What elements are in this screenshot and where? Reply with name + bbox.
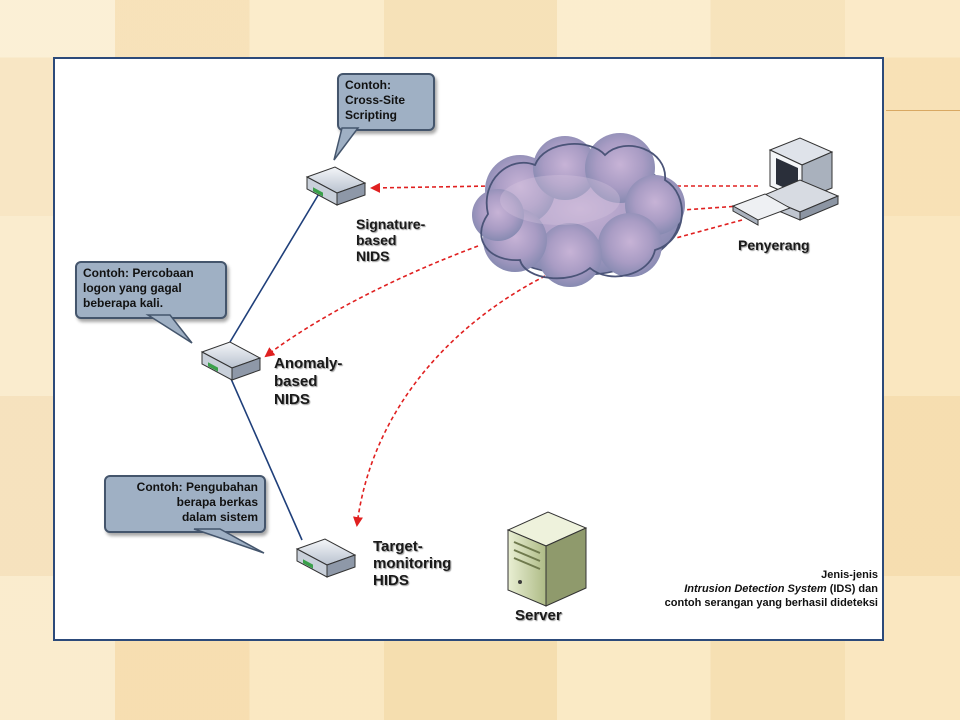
attack-to-anomaly — [264, 245, 479, 358]
callout-signature-pointer — [333, 127, 360, 161]
callout-anomaly-pointer — [145, 314, 193, 344]
decorative-line — [886, 110, 960, 111]
callout-target-pointer — [193, 528, 265, 554]
attack-to-signature — [370, 182, 493, 193]
callout-target: Contoh: Pengubahan berapa berkas dalam s… — [104, 475, 266, 533]
callout-anomaly: Contoh: Percobaan logon yang gagal beber… — [75, 261, 227, 319]
anomaly-nids-device-icon — [200, 341, 262, 381]
caption-line-2: Intrusion Detection System (IDS) dan — [560, 582, 878, 596]
label-attacker: Penyerang — [738, 237, 810, 253]
caption-line-3: contoh serangan yang berhasil dideteksi — [664, 597, 878, 609]
link-signature-anomaly — [229, 191, 321, 343]
caption-line-2-rest: (IDS) dan — [826, 583, 878, 595]
diagram-caption: Jenis-jenis Intrusion Detection System (… — [560, 568, 878, 610]
label-server: Server — [515, 607, 562, 624]
label-target-hids: Target- monitoring HIDS — [373, 538, 452, 589]
diagram-frame — [53, 57, 884, 641]
label-anomaly-nids: Anomaly- based NIDS — [274, 355, 343, 408]
callout-signature: Contoh: Cross-Site Scripting — [337, 73, 435, 131]
target-hids-device-icon — [295, 538, 357, 578]
attack-to-target — [353, 275, 546, 527]
attack-line-3 — [675, 219, 743, 239]
internet-cloud-icon — [472, 133, 685, 287]
server-icon — [506, 511, 588, 607]
caption-line-1: Jenis-jenis — [821, 569, 878, 581]
attacker-computer-icon — [731, 137, 840, 226]
link-anomaly-target — [227, 371, 303, 541]
label-signature-nids: Signature- based NIDS — [356, 216, 426, 264]
attack-line-2 — [681, 205, 741, 211]
signature-nids-device-icon — [305, 166, 367, 206]
caption-ids-term: Intrusion Detection System — [684, 583, 827, 595]
